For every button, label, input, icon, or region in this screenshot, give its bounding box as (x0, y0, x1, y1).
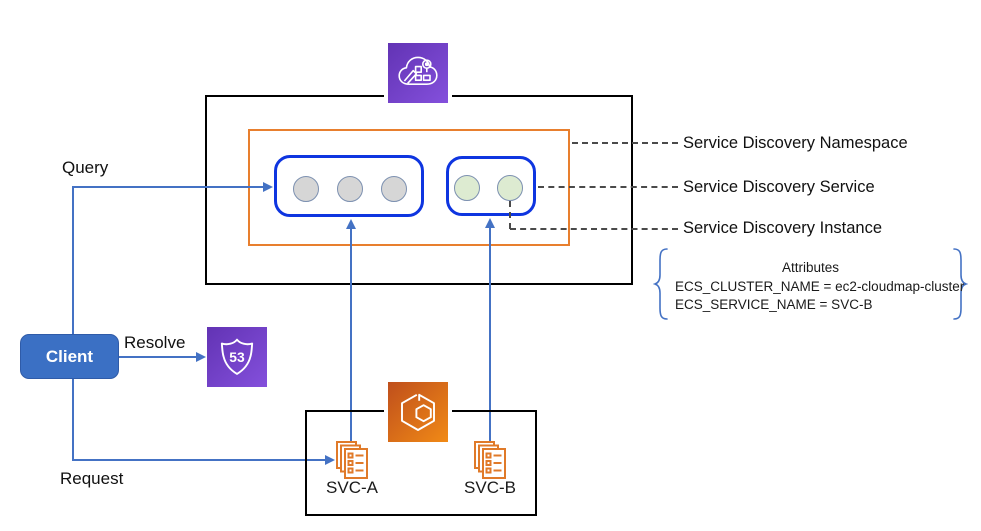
svc-b-register-arrowhead (485, 218, 495, 228)
namespace-callout-label: Service Discovery Namespace (683, 134, 908, 152)
service-b-instance-circle (454, 175, 480, 201)
request-line (72, 459, 325, 461)
request-label: Request (60, 469, 124, 488)
svc-b-task-icon (472, 440, 508, 485)
instance-callout-line-h (510, 228, 678, 230)
client-label: Client (45, 346, 94, 366)
namespace-callout-line (572, 142, 678, 144)
route53-icon: 53 (207, 327, 267, 387)
left-brace (653, 248, 668, 320)
resolve-label: Resolve (124, 333, 186, 352)
svc-b-label: SVC-B (464, 478, 516, 497)
resolve-line (119, 356, 196, 358)
svc-b-register-line (489, 226, 491, 442)
query-arrowhead (263, 182, 273, 192)
instance-callout-label: Service Discovery Instance (683, 219, 882, 237)
service-b-instance-circle (497, 175, 523, 201)
svc-a-label: SVC-A (326, 478, 378, 497)
client-node: Client (20, 334, 119, 379)
service-a-instance-circle (381, 176, 407, 202)
attributes-block: Attributes ECS_CLUSTER_NAME = ec2-cloudm… (653, 247, 968, 321)
svc-a-register-arrowhead (346, 219, 356, 229)
service-a-instance-circle (293, 176, 319, 202)
right-brace (953, 248, 968, 320)
attributes-line: ECS_SERVICE_NAME = SVC-B (675, 297, 873, 312)
service-a-instance-circle (337, 176, 363, 202)
svc-a-task-icon (334, 440, 370, 485)
cloud-map-icon (384, 39, 452, 107)
instance-callout-line-v (509, 201, 511, 229)
service-callout-line (538, 186, 678, 188)
svc-a-register-line (350, 227, 352, 442)
attributes-line: ECS_CLUSTER_NAME = ec2-cloudmap-cluster (675, 279, 965, 294)
resolve-arrowhead (196, 352, 206, 362)
service-callout-label: Service Discovery Service (683, 178, 875, 196)
client-spine-line (72, 186, 74, 461)
request-arrowhead (325, 455, 335, 465)
attributes-title: Attributes (781, 260, 840, 275)
route53-icon-text: 53 (229, 349, 245, 365)
query-label: Query (62, 158, 109, 177)
query-line (72, 186, 263, 188)
ecs-icon (384, 378, 452, 446)
